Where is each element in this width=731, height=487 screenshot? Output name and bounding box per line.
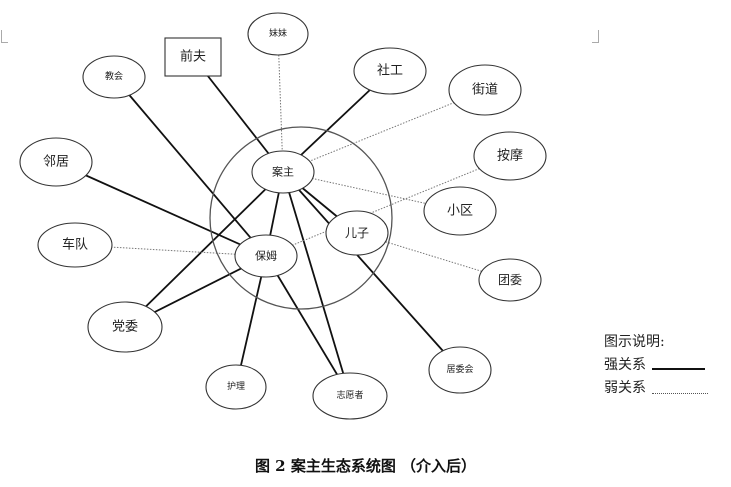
node-massage-shape	[473, 131, 547, 181]
node-sister-label: 妹妹	[269, 27, 287, 39]
edge-sister-client	[277, 33, 284, 173]
node-street-office-shape	[448, 64, 522, 116]
edge-client-residents-committee	[282, 171, 461, 371]
edge-street-office-client	[282, 89, 486, 173]
node-ex-husband-shape	[164, 37, 222, 77]
node-nursing-label: 护理	[227, 380, 245, 392]
legend-title: 图示说明:	[604, 334, 665, 350]
node-party-committee-label: 党委	[112, 320, 138, 335]
node-youth-league-shape	[478, 258, 542, 302]
node-volunteer-label: 志愿者	[336, 389, 363, 401]
node-son: 儿子	[325, 210, 389, 256]
node-volunteer: 志愿者	[312, 372, 388, 420]
node-sister: 妹妹	[247, 12, 309, 56]
page-corner-mark-right	[592, 30, 599, 43]
edge-massage-nanny	[265, 155, 511, 257]
edge-church-nanny	[113, 76, 267, 257]
node-residents-committee-label: 居委会	[446, 363, 473, 375]
node-motorcade-label: 车队	[62, 237, 88, 253]
node-neighbor: 邻居	[19, 137, 93, 187]
node-street-office-label: 街道	[472, 83, 498, 98]
node-client-shape	[251, 150, 315, 194]
legend-weak-row: 弱关系	[604, 377, 729, 400]
edge-neighbor-nanny	[55, 161, 267, 257]
node-client-label: 案主	[272, 165, 294, 179]
node-son-label: 儿子	[345, 226, 369, 240]
edge-nanny-volunteer	[265, 255, 351, 397]
node-street-office: 街道	[448, 64, 522, 116]
node-social-worker-label: 社工	[377, 63, 403, 79]
node-party-committee-shape	[87, 301, 163, 353]
node-youth-league-label: 团委	[498, 273, 522, 287]
node-volunteer-shape	[312, 372, 388, 420]
node-church-label: 教会	[105, 70, 123, 82]
node-social-worker: 社工	[353, 47, 427, 95]
node-neighbor-shape	[19, 137, 93, 187]
node-client: 案主	[251, 150, 315, 194]
node-nursing-shape	[205, 364, 267, 410]
node-nanny: 保姆	[234, 234, 298, 278]
node-community-shape	[423, 186, 497, 236]
node-nanny-shape	[234, 234, 298, 278]
node-community-label: 小区	[447, 204, 473, 219]
node-nursing: 护理	[205, 364, 267, 410]
node-ex-husband: 前夫	[164, 37, 222, 77]
node-massage-label: 按摩	[497, 148, 523, 164]
node-church: 教会	[82, 55, 146, 99]
node-party-committee: 党委	[87, 301, 163, 353]
family-boundary-circle	[209, 126, 393, 310]
node-motorcade-shape	[37, 222, 113, 268]
legend-strong-label: 强关系	[604, 357, 646, 373]
node-social-worker-shape	[353, 47, 427, 95]
node-motorcade: 车队	[37, 222, 113, 268]
edge-motorcade-nanny	[74, 244, 267, 257]
node-neighbor-label: 邻居	[43, 155, 69, 170]
node-son-shape	[325, 210, 389, 256]
legend-strong-line	[652, 367, 705, 370]
node-sister-shape	[247, 12, 309, 56]
node-community: 小区	[423, 186, 497, 236]
legend-strong-row: 强关系	[604, 354, 729, 377]
node-church-shape	[82, 55, 146, 99]
node-ex-husband-label: 前夫	[180, 49, 206, 65]
node-youth-league: 团委	[478, 258, 542, 302]
node-residents-committee: 居委会	[428, 346, 492, 394]
legend-weak-label: 弱关系	[604, 380, 646, 396]
edge-client-party-committee	[124, 171, 284, 328]
edge-client-volunteer	[282, 171, 351, 397]
legend-weak-line	[652, 392, 708, 394]
page-corner-mark-left	[1, 30, 8, 43]
legend: 图示说明: 强关系 弱关系	[604, 331, 729, 400]
node-residents-committee-shape	[428, 346, 492, 394]
node-massage: 按摩	[473, 131, 547, 181]
figure-caption: 图 2 案主生态系统图 （介入后）	[254, 457, 477, 475]
node-nanny-label: 保姆	[255, 249, 277, 263]
